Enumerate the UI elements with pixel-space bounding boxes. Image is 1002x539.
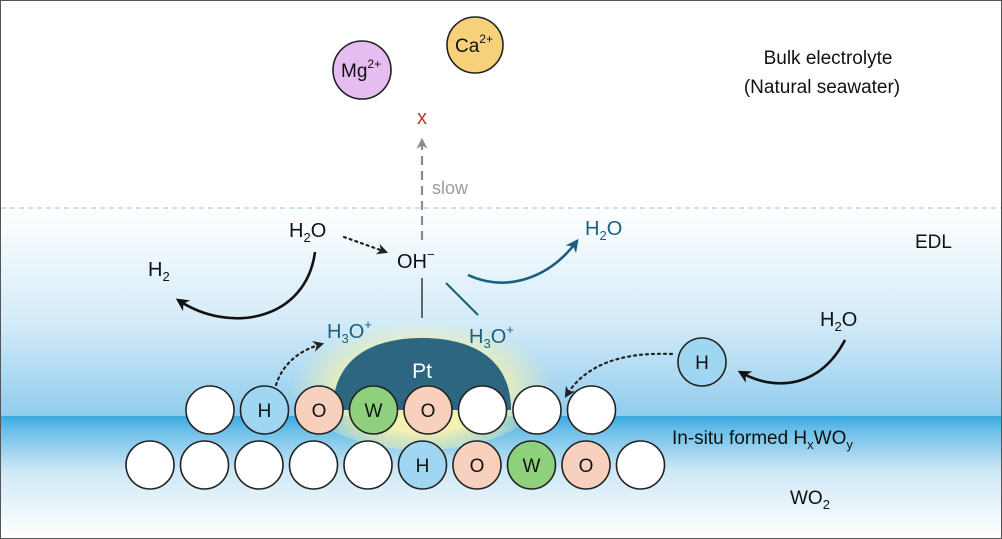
water-to-hydrogen-arrow bbox=[175, 251, 317, 320]
atom-empty bbox=[125, 440, 175, 490]
atom-empty bbox=[615, 440, 666, 490]
atom-w bbox=[348, 385, 399, 435]
atom-label: W bbox=[365, 401, 383, 422]
insitu-layer-label: In-situ formed HxWOy bbox=[672, 428, 853, 452]
atom-empty bbox=[457, 385, 508, 435]
atom-empty bbox=[288, 440, 339, 490]
atom-o bbox=[403, 385, 453, 435]
pt-label: Pt bbox=[412, 360, 432, 383]
atom-o bbox=[294, 385, 344, 435]
adsorbed-hydrogen: H bbox=[677, 337, 727, 387]
svg-text:H: H bbox=[695, 353, 709, 374]
mg-charge: 2+ bbox=[367, 57, 381, 71]
hydroxide-to-water-arrow bbox=[467, 238, 579, 284]
bulk-label: Bulk electrolyte bbox=[764, 48, 893, 69]
water-to-hydroxide-arrow bbox=[342, 235, 389, 255]
bulk-sublabel: (Natural seawater) bbox=[744, 77, 900, 98]
mg-symbol: Mg bbox=[341, 61, 367, 82]
ca-charge: 2+ bbox=[479, 32, 493, 46]
atom-empty bbox=[179, 440, 230, 490]
proton-release-arrow bbox=[274, 341, 325, 387]
atom-empty bbox=[234, 440, 284, 490]
atom-label: W bbox=[523, 456, 541, 477]
atom-label: O bbox=[312, 401, 327, 422]
atom-label: H bbox=[416, 456, 430, 477]
atom-label: O bbox=[579, 456, 594, 477]
atom-o bbox=[561, 440, 611, 490]
atom-label: O bbox=[470, 456, 485, 477]
atom-h bbox=[397, 440, 448, 490]
atom-w bbox=[506, 440, 557, 490]
svg-text:Mg2+: Mg2+ bbox=[341, 57, 381, 82]
atom-o bbox=[452, 440, 502, 490]
ca-ion: Ca2+ bbox=[446, 16, 504, 74]
atom-label: H bbox=[258, 401, 272, 422]
water-to-adsorbed-h-arrow bbox=[737, 339, 847, 385]
slow-label: slow bbox=[432, 178, 469, 198]
oh-h3o-bond bbox=[445, 282, 479, 316]
blocked-mark: x bbox=[417, 107, 427, 129]
mg-ion: Mg2+ bbox=[332, 40, 392, 100]
ca-symbol: Ca bbox=[455, 36, 480, 57]
atom-empty bbox=[185, 385, 235, 435]
edl-label: EDL bbox=[915, 232, 952, 253]
hydronium-left: H3O+ bbox=[327, 317, 372, 346]
water-right: H2O bbox=[820, 309, 857, 334]
substrate-label: WO2 bbox=[790, 488, 830, 512]
hydroxide: OH− bbox=[397, 247, 435, 273]
water-left: H2O bbox=[289, 220, 326, 245]
svg-text:Ca2+: Ca2+ bbox=[455, 32, 493, 57]
atom-empty bbox=[566, 385, 617, 435]
atom-empty bbox=[343, 440, 393, 490]
hydrogen-spillover-arrow bbox=[564, 352, 674, 398]
water-product: H2O bbox=[585, 218, 622, 243]
hydronium-right: H3O+ bbox=[469, 322, 514, 351]
hydrogen-gas: H2 bbox=[148, 259, 170, 284]
atom-h bbox=[239, 385, 290, 435]
atom-label: O bbox=[421, 401, 436, 422]
atom-empty bbox=[512, 385, 562, 435]
